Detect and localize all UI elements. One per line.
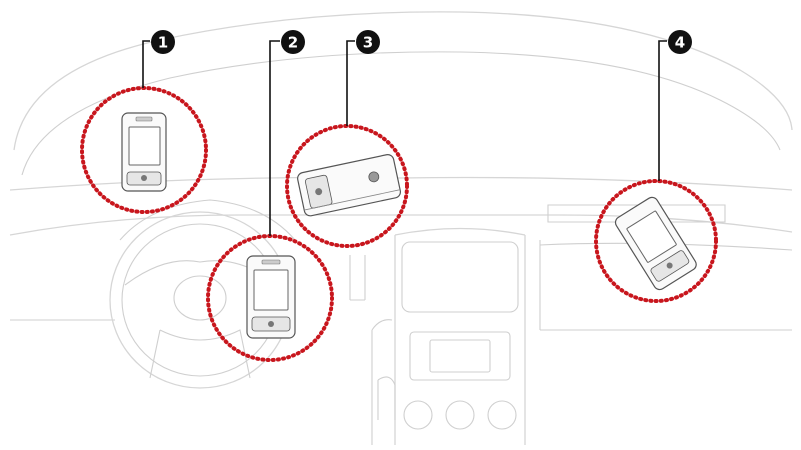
pda-device-4 [614, 196, 697, 291]
svg-text:2: 2 [288, 34, 298, 52]
leader-line-1 [142, 40, 150, 88]
leader-line-2 [269, 40, 280, 236]
highlight-circle-1 [80, 86, 208, 214]
air-vent-center [349, 255, 366, 301]
center-console [371, 227, 526, 445]
callout-badge-2: 2 [281, 30, 305, 54]
callout-badge-1: 1 [151, 30, 175, 54]
instrument-hood [119, 199, 296, 241]
leader-line-4 [658, 40, 667, 181]
pda-device-1 [121, 112, 167, 192]
svg-text:4: 4 [675, 34, 685, 52]
svg-text:1: 1 [158, 34, 168, 52]
callout-badge-3: 3 [356, 30, 380, 54]
air-vent-right [547, 204, 726, 223]
windshield-inner [21, 51, 781, 176]
windshield-outline [13, 11, 793, 151]
svg-text:3: 3 [363, 34, 373, 52]
pda-device-3 [297, 154, 402, 217]
callout-badge-4: 4 [668, 30, 692, 54]
highlight-circle-4 [594, 179, 718, 303]
pda-device-2 [246, 255, 296, 339]
leader-line-3 [346, 40, 355, 126]
